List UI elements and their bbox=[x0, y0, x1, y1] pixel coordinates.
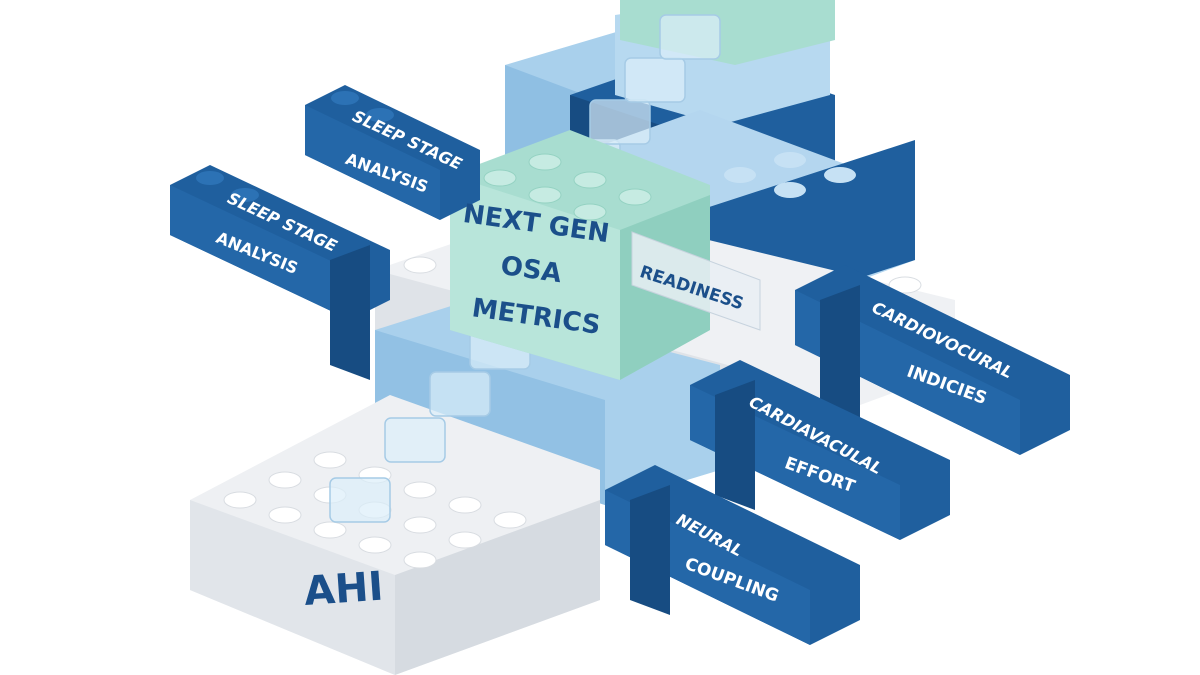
sleep-stage-brick-top bbox=[305, 85, 480, 220]
cardio-indices-brick bbox=[795, 265, 1070, 455]
ahi-label: AHI bbox=[302, 564, 384, 615]
readiness-block bbox=[631, 231, 761, 331]
sleep-stage-brick-left bbox=[170, 165, 390, 380]
neural-coupling-brick bbox=[605, 465, 860, 645]
cardio-effort-brick bbox=[690, 360, 950, 540]
base-plate bbox=[190, 395, 600, 675]
